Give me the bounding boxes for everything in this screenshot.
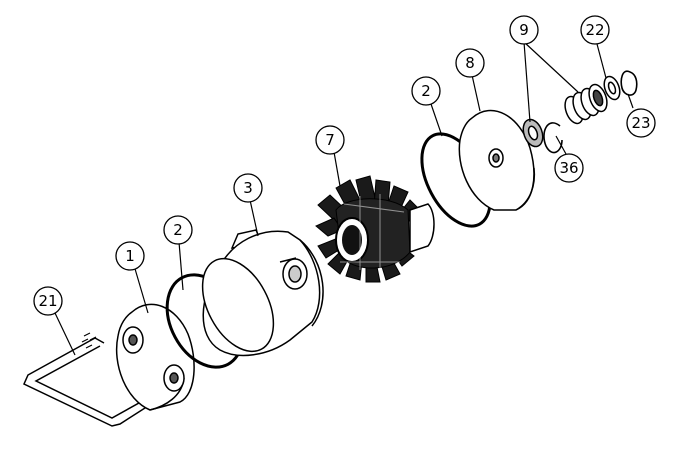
callout-23: 23	[626, 108, 656, 138]
callout-1: 1	[115, 241, 145, 271]
part-8-wear-plate	[458, 109, 536, 211]
callout-22: 22	[580, 15, 610, 45]
svg-text:8: 8	[465, 54, 475, 72]
part-36-circlip	[543, 122, 563, 154]
callout-2-left: 2	[163, 215, 193, 245]
svg-text:2: 2	[173, 221, 183, 239]
callout-36: 36	[554, 153, 584, 183]
part-7-impeller	[315, 175, 435, 283]
svg-text:7: 7	[325, 131, 335, 149]
svg-text:21: 21	[38, 292, 57, 310]
callout-8: 8	[455, 48, 485, 78]
part-3-pump-housing	[201, 229, 324, 357]
callouts: 21 1 2 3 7 2 8 9 22 23 36	[33, 15, 656, 316]
part-1-end-cover	[115, 303, 195, 411]
svg-text:1: 1	[125, 247, 135, 265]
svg-text:23: 23	[631, 114, 650, 132]
svg-text:2: 2	[421, 82, 431, 100]
part-9-mechanical-seal	[522, 83, 608, 148]
part-22-washer	[603, 75, 621, 101]
leader-lines	[54, 41, 634, 356]
svg-text:9: 9	[519, 21, 529, 39]
callout-7: 7	[315, 125, 345, 155]
svg-text:36: 36	[559, 159, 578, 177]
svg-text:22: 22	[585, 21, 604, 39]
callout-2-right: 2	[411, 76, 441, 106]
callout-21: 21	[33, 286, 63, 316]
part-23-retaining-ring	[620, 70, 638, 96]
callout-3: 3	[233, 173, 263, 203]
callout-9: 9	[509, 15, 539, 45]
svg-text:3: 3	[243, 179, 253, 197]
